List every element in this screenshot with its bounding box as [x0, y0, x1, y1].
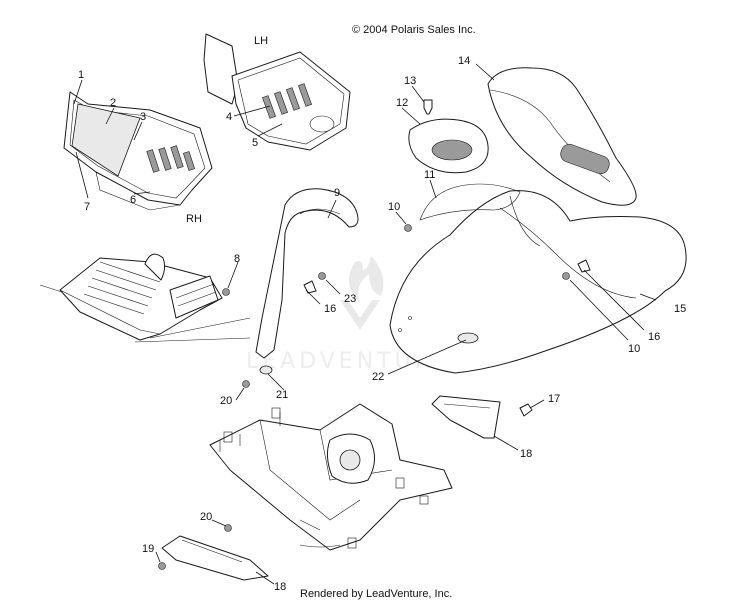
callouts: 1 2 3 7 6 RH LH 4 5 13 14 12 11 9 10 8 2…: [78, 35, 686, 593]
side-guard: [431, 395, 501, 439]
rivet-17: [519, 403, 533, 417]
callout-10a: 10: [388, 201, 400, 213]
rear-fender-body: [389, 183, 687, 374]
hardware: [158, 224, 591, 570]
callout-14: 14: [458, 55, 470, 67]
seat: [487, 67, 637, 206]
callout-6: 6: [130, 194, 136, 206]
callout-8: 8: [234, 253, 240, 265]
callout-19: 19: [142, 543, 154, 555]
fastener-10a: [404, 224, 412, 232]
callout-23: 23: [344, 293, 356, 305]
callout-12: 12: [396, 97, 408, 109]
callout-15: 15: [674, 303, 686, 315]
callout-11: 11: [424, 169, 435, 181]
footwell-rh-mat: [71, 103, 141, 177]
callout-1: 1: [78, 69, 84, 81]
footwell-rh-grips: [146, 145, 196, 173]
footwell-rh-liner: [69, 99, 206, 199]
callout-20b: 20: [200, 511, 212, 523]
footwell-rh-assembly: [63, 91, 213, 211]
label-lh: LH: [254, 35, 268, 47]
frame-assembly: [209, 403, 453, 551]
clip-16b: [577, 259, 591, 273]
callout-18a: 18: [520, 448, 532, 460]
callout-4: 4: [226, 111, 232, 123]
leader-lines: [73, 63, 657, 585]
callout-2: 2: [110, 97, 116, 109]
screw-19: [158, 562, 166, 570]
front-fender: [255, 188, 359, 359]
clip-16a: [303, 280, 317, 294]
footwell-lh-grips: [262, 83, 312, 119]
skid-guard: [161, 535, 269, 581]
nut-20b: [224, 524, 232, 532]
fastener-8: [222, 288, 230, 296]
clip-13: [423, 99, 433, 115]
nut-20a: [242, 380, 250, 388]
footwell-lh-backing: [203, 33, 239, 105]
cap-ring: [408, 118, 489, 174]
callout-13: 13: [404, 75, 416, 87]
copyright-text: © 2004 Polaris Sales Inc.: [352, 24, 476, 36]
callout-3: 3: [140, 111, 146, 123]
footwell-lh-assembly: [203, 33, 351, 151]
footer-text: Rendered by LeadVenture, Inc.: [300, 588, 452, 600]
callout-9: 9: [334, 187, 340, 199]
fastener-10b: [562, 272, 570, 280]
callout-5: 5: [252, 137, 258, 149]
label-rh: RH: [186, 213, 202, 225]
footrest-assembly: [39, 253, 251, 343]
callout-17: 17: [548, 393, 560, 405]
callout-20a: 20: [220, 395, 232, 407]
frame-tabs: [223, 407, 429, 549]
callout-16b: 16: [648, 331, 660, 343]
callout-21: 21: [276, 389, 288, 401]
callout-16a: 16: [324, 303, 336, 315]
screw-23: [318, 272, 326, 280]
callout-18b: 18: [274, 581, 286, 593]
washer-21: [259, 365, 273, 375]
footrest-tread: [83, 261, 161, 315]
callout-22: 22: [372, 371, 384, 383]
callout-7: 7: [84, 201, 90, 213]
callout-10b: 10: [628, 343, 640, 355]
